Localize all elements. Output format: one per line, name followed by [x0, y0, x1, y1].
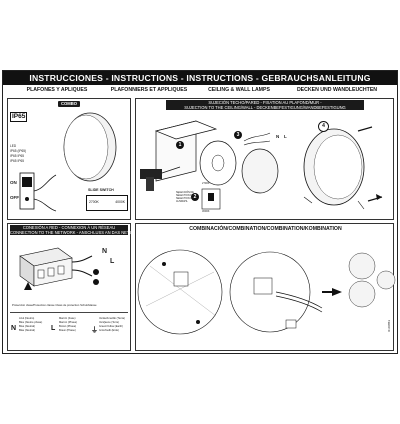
mount-neutral-label: N — [276, 134, 280, 139]
conn-l-label: L — [110, 258, 115, 265]
step-4-marker: 4 — [318, 121, 329, 132]
mounting-diagram — [140, 120, 383, 210]
slide-switch: 2700K 4000K — [86, 195, 128, 211]
conn-n-label: N — [102, 248, 108, 255]
connection-header-line-1: CONEXIÓN A RED - CONNEXION À UN RÉSEAU — [10, 225, 128, 230]
combo-label: COMBO — [58, 101, 80, 107]
spec-line-3: IP65 IP65 — [10, 154, 24, 158]
spec-line-2: IP65 (IP65) — [10, 149, 27, 153]
on-label: ON — [10, 180, 17, 185]
selection-note-2: SÉLECTION DE — [176, 194, 194, 197]
sheet-title: INSTRUCCIONES - INSTRUCTIONS - INSTRUCTI… — [3, 71, 397, 85]
combo-panel: COMBO IP65 LED IP65 (IP65) IP65 IP65 IP6… — [7, 98, 131, 220]
doc-code: IF-00853 — [387, 320, 391, 333]
wire-legend: N Azul (Neutro) Bleu (Neutre phase) Blue… — [10, 312, 128, 349]
lamp-illustration — [63, 112, 117, 182]
terminal-block-diagram — [19, 247, 99, 290]
instruction-sheet: INSTRUCCIONES - INSTRUCTIONS - INSTRUCTI… — [2, 70, 398, 354]
mount-live-label: L — [284, 134, 287, 139]
off-label: OFF — [10, 195, 19, 200]
subtitle-de: DECKEN UND WANDLEUCHTEN — [296, 87, 378, 93]
selection-note-1: SELECCIÓN DE — [176, 191, 194, 194]
spec-line-4: IP65 IP65 — [10, 159, 24, 163]
temp-4000: 4000K — [115, 200, 125, 204]
step-3-marker: 3 — [234, 131, 242, 139]
ip-rating-badge: IP65 — [10, 112, 28, 122]
temp-2700: 2700K — [89, 200, 99, 204]
connection-panel: CONEXIÓN A RED - CONNEXION À UN RÉSEAU C… — [7, 223, 132, 351]
selection-note-4: AUSWAHL — [176, 200, 188, 203]
connection-header-line-2: CONNECTION TO THE NETWORK - ANSCHLUSS AN… — [10, 230, 132, 235]
step-1-marker: 1 — [176, 141, 184, 149]
combination-panel: COMBINACIÓN/COMBINATION/COMBINATION/KOMB… — [135, 223, 396, 351]
protection-note: Protección clase/Protection classe Class… — [12, 303, 97, 307]
mounting-header-line-1: SUJECIÓN TECHO/PARED - FIXATION AU PLAFO… — [166, 100, 364, 105]
subtitle-fr: PLAFONNIERS ET APPLIQUES — [110, 87, 188, 93]
on-off-switch-diagram — [19, 172, 57, 212]
combination-diagram — [137, 249, 396, 335]
spec-line-1: LED — [10, 144, 17, 148]
mount-switch-label-3000: 3000K — [202, 210, 210, 213]
subtitle-es: PLAFONES Y APLIQUES — [26, 87, 88, 93]
step-2-marker: 2 — [191, 193, 199, 201]
combination-header: COMBINACIÓN/COMBINATION/COMBINATION/KOMB… — [189, 226, 342, 232]
subtitle-en: CEILING & WALL LAMPS — [208, 87, 270, 93]
selection-note-3: SELECTION OF — [176, 197, 194, 200]
slide-switch-label: SLIDE SWITCH — [88, 188, 114, 192]
mounting-header-line-2: SUJECTION TO THE CEILING/WALL - DECKENBE… — [166, 105, 364, 110]
mount-switch-label-2700: 2700K — [202, 182, 210, 185]
mounting-panel: SUJECIÓN TECHO/PARED - FIXATION AU PLAFO… — [135, 98, 394, 220]
